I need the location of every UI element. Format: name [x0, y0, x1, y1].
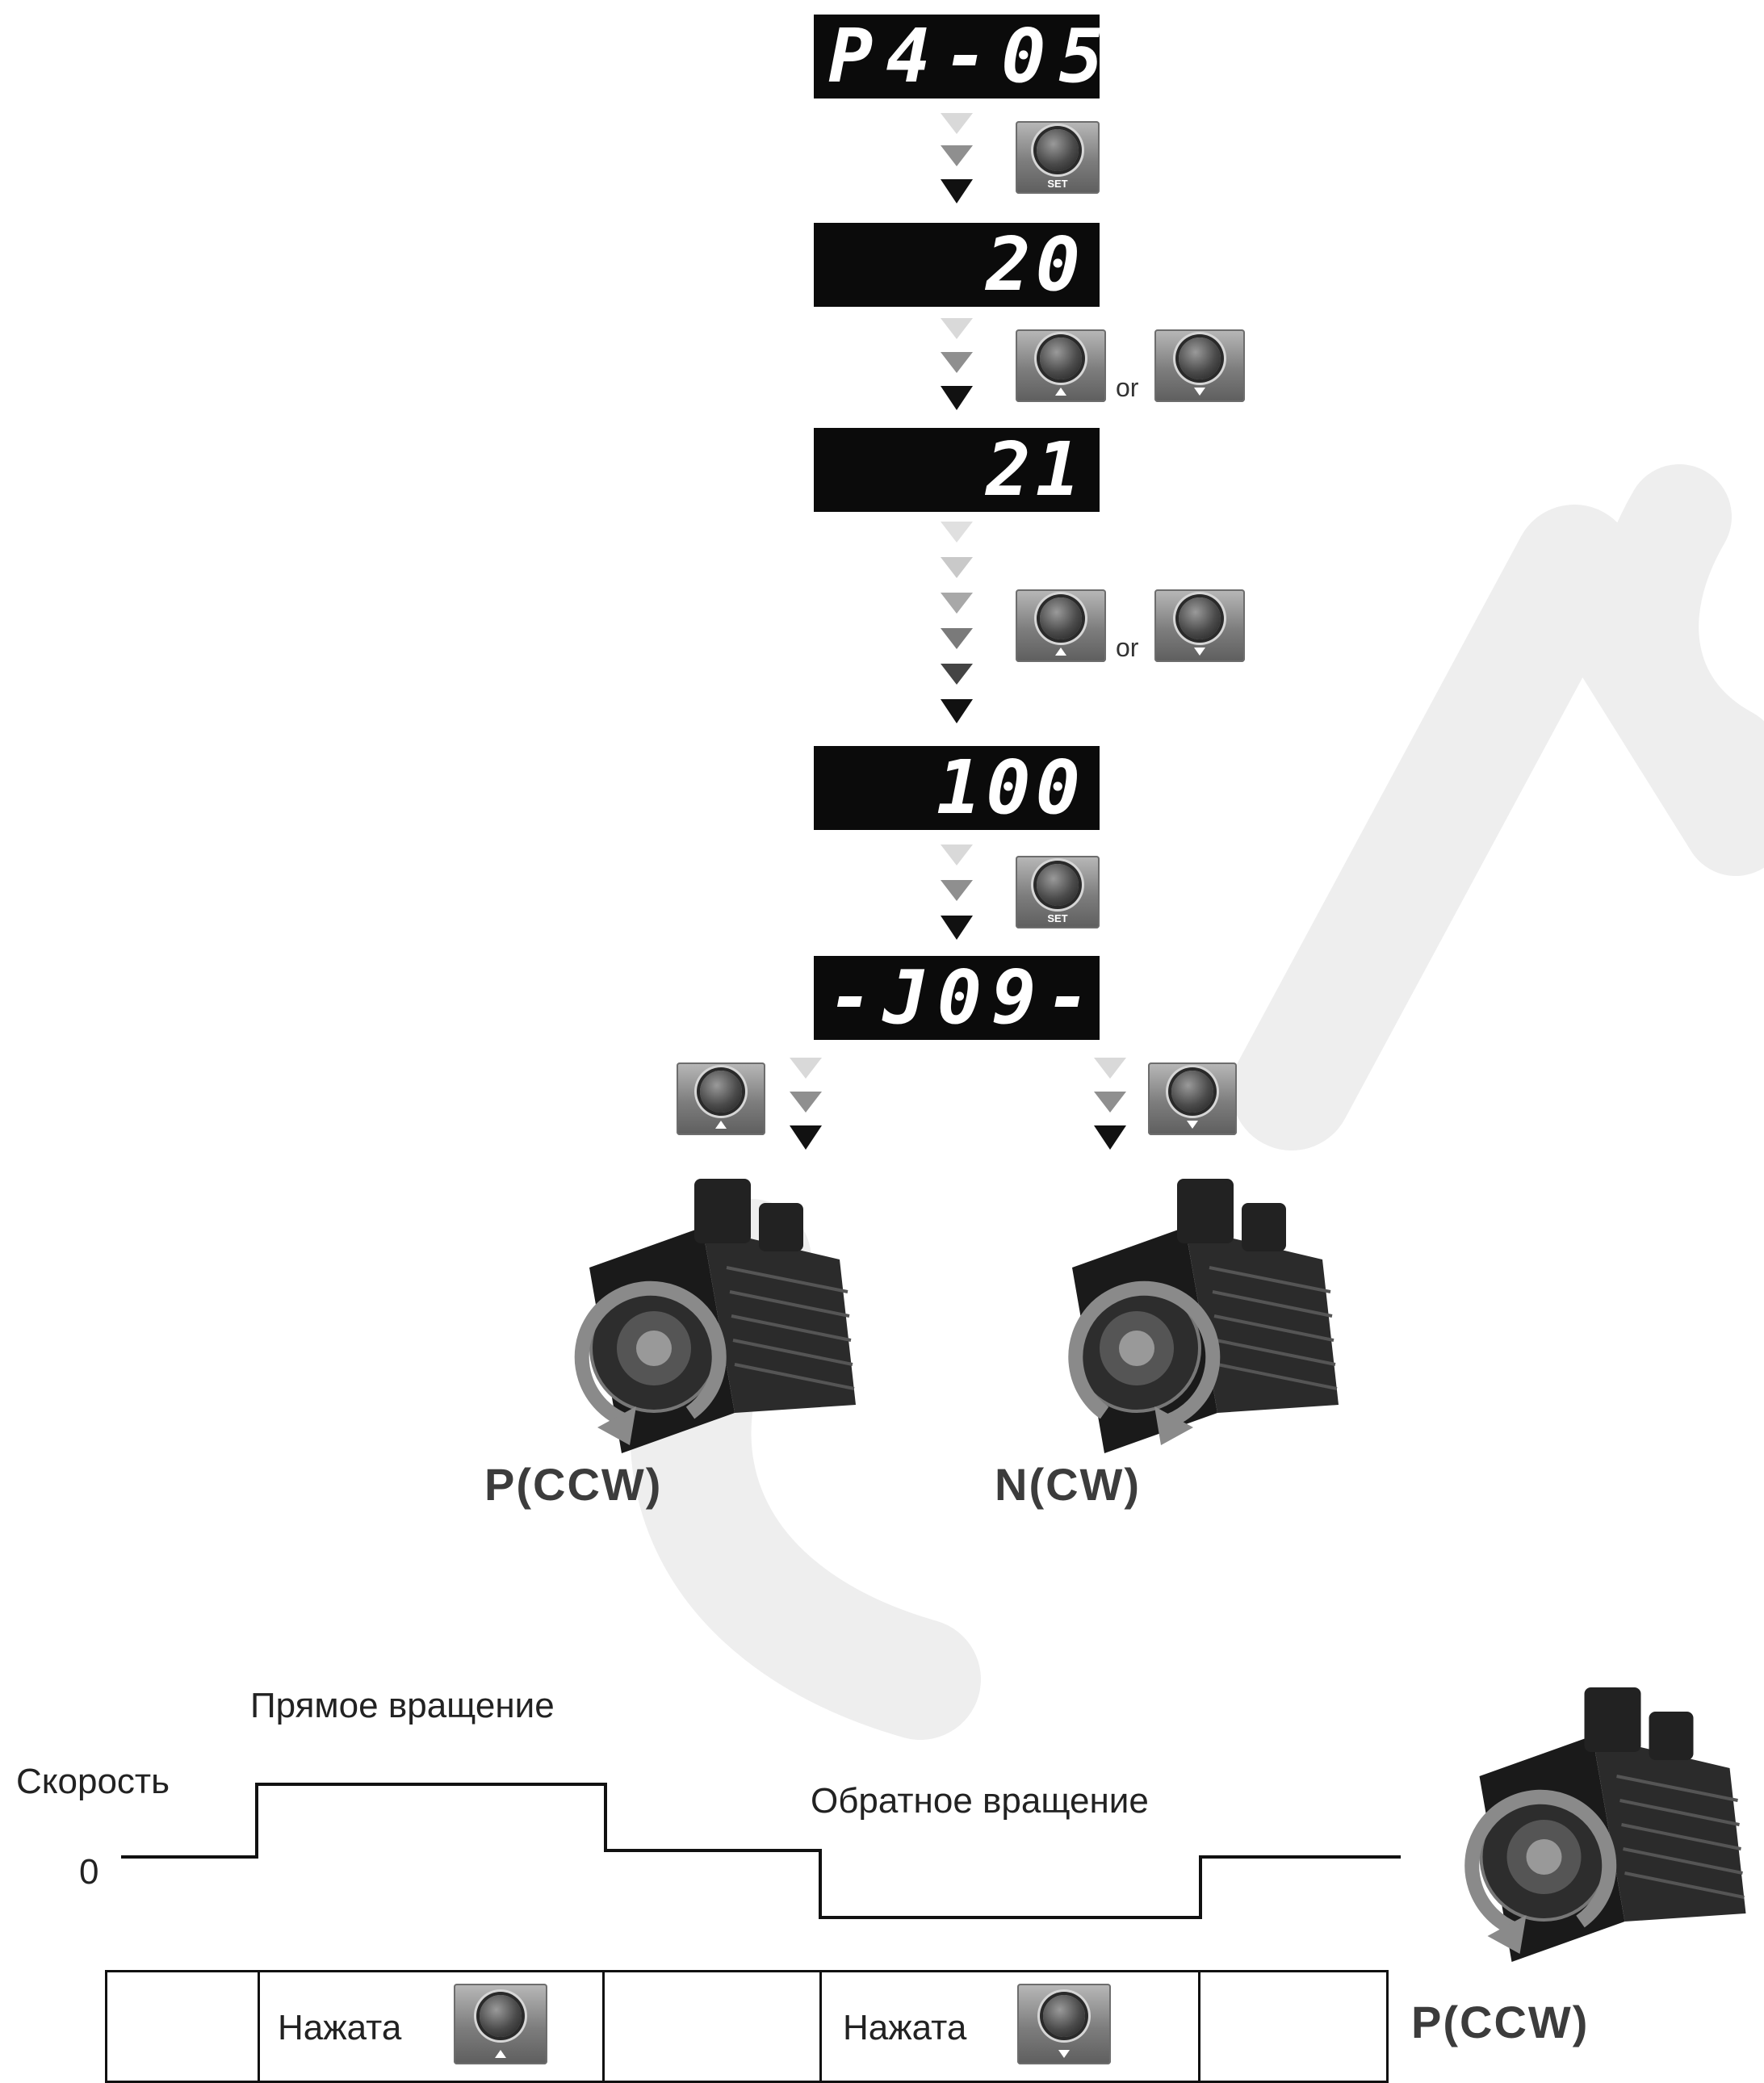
table-cell [1198, 1970, 1389, 2083]
up-key-button[interactable] [454, 1984, 547, 2064]
down-key-button[interactable] [1017, 1984, 1111, 2064]
table-cell-pressed-down: Нажата [819, 1970, 1200, 2083]
table-cell [602, 1970, 822, 2083]
table-cell-pressed-up: Нажата [258, 1970, 605, 2083]
pressed-label: Нажата [278, 2008, 401, 2048]
motor-caption-ccw-bottom: P(CCW) [1411, 1996, 1589, 2048]
table-cell [105, 1970, 260, 2083]
pressed-label: Нажата [843, 2008, 966, 2048]
servo-motor-icon [1421, 1679, 1764, 1986]
